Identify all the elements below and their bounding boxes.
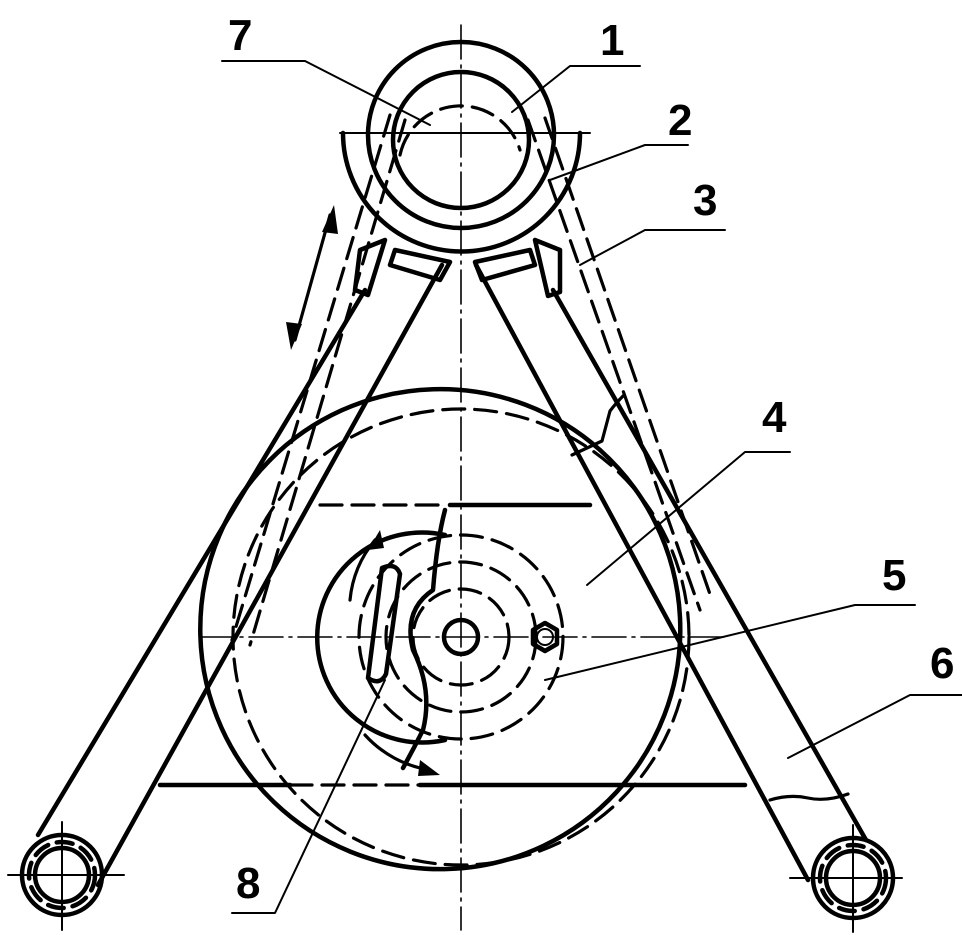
callout-3: 3 bbox=[693, 176, 717, 225]
callout-4: 4 bbox=[762, 393, 787, 442]
top-roller bbox=[340, 39, 583, 254]
callout-1: 1 bbox=[600, 16, 624, 65]
base-roller-left bbox=[7, 821, 125, 931]
hub-assembly bbox=[315, 507, 565, 776]
callout-2: 2 bbox=[668, 96, 692, 145]
callout-8: 8 bbox=[236, 859, 260, 908]
center-lines bbox=[199, 24, 726, 931]
leader-lines bbox=[221, 60, 962, 914]
large-pulley bbox=[157, 386, 748, 872]
base-roller-right bbox=[789, 824, 903, 933]
callout-labels: 7 1 2 3 4 5 6 8 bbox=[228, 11, 954, 908]
callout-5: 5 bbox=[882, 551, 906, 600]
belt bbox=[230, 113, 714, 647]
frame-leg-right bbox=[473, 262, 869, 883]
callout-7: 7 bbox=[228, 11, 252, 60]
belt-travel-arrow bbox=[286, 205, 338, 350]
weld-gussets bbox=[352, 237, 563, 299]
callout-6: 6 bbox=[930, 639, 954, 688]
